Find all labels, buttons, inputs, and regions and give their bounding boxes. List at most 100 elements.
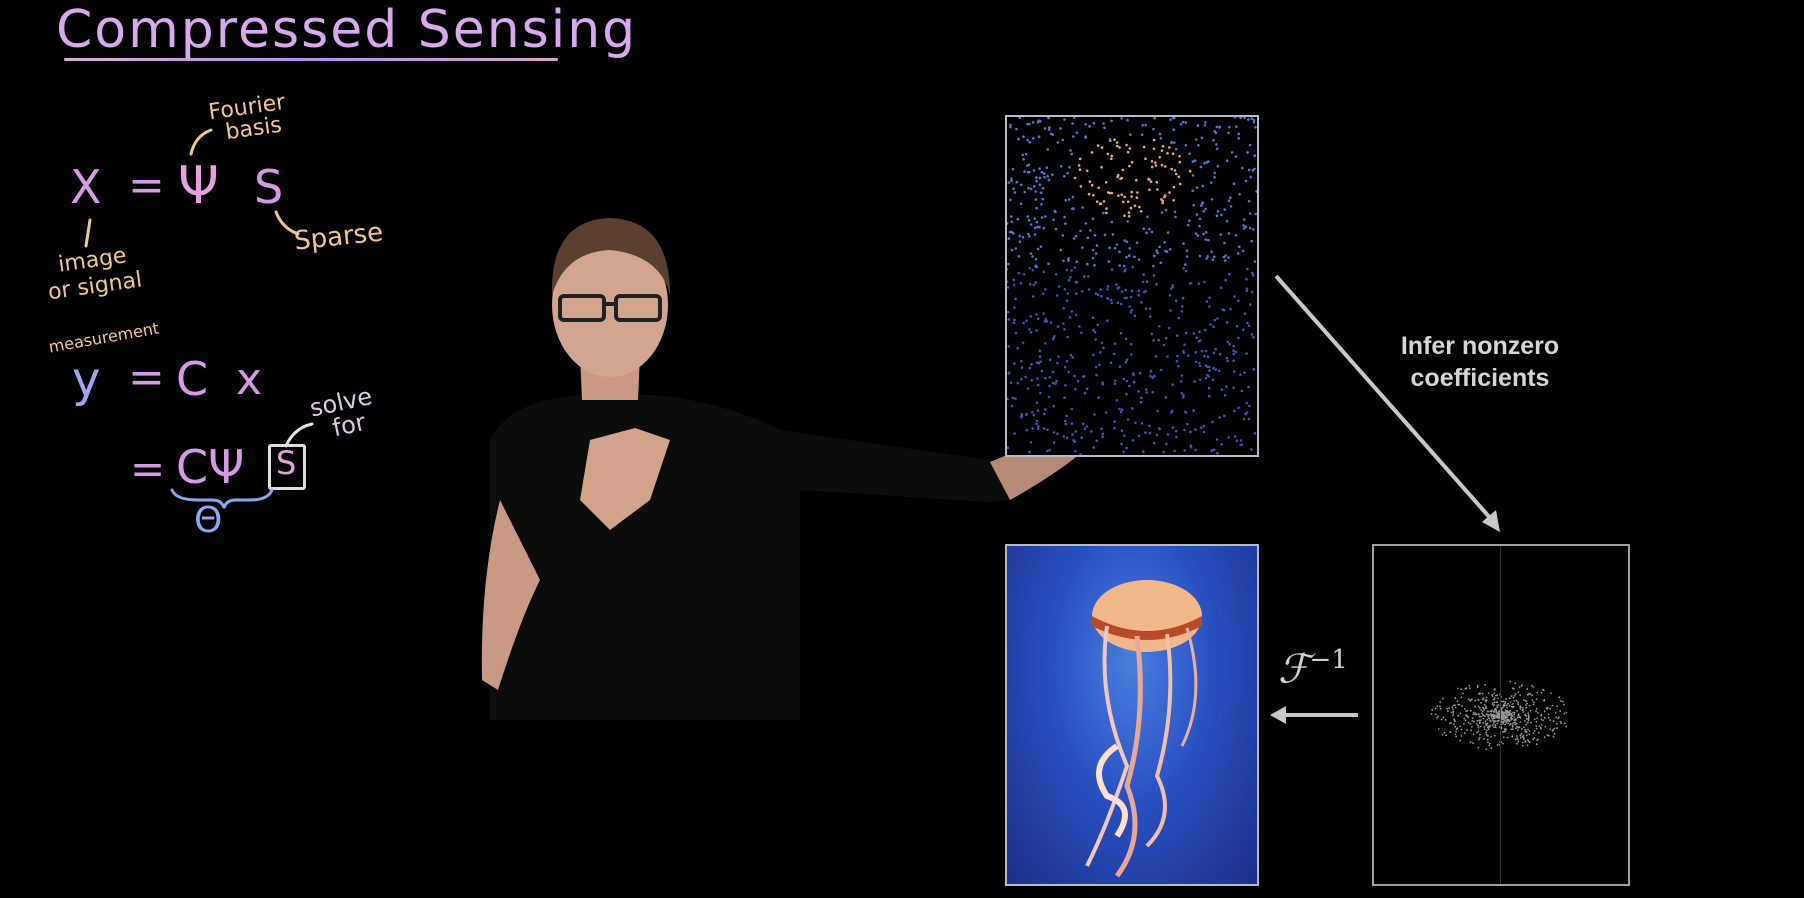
- sample-dot: [1184, 263, 1187, 266]
- sample-dot: [1056, 325, 1060, 328]
- sample-dot: [1122, 377, 1126, 381]
- sample-dot: [1251, 271, 1254, 275]
- sample-dot: [1046, 449, 1049, 453]
- sample-dot: [1062, 435, 1066, 438]
- coefficient-dot: [1565, 725, 1567, 728]
- sample-dot: [1140, 422, 1144, 425]
- coefficient-dot: [1527, 717, 1530, 719]
- coefficient-dot: [1476, 723, 1478, 725]
- sample-dot: [1156, 251, 1159, 255]
- sample-dot: [1096, 323, 1099, 327]
- sample-dot: [1195, 138, 1198, 141]
- sample-dot: [1034, 190, 1037, 193]
- coefficient-dot: [1485, 705, 1487, 707]
- sample-dot: [1252, 121, 1256, 124]
- sample-dot: [1052, 431, 1056, 434]
- coefficient-dot: [1498, 704, 1500, 706]
- sample-dot: [1184, 121, 1188, 124]
- coefficient-dot: [1519, 736, 1522, 739]
- sample-dot: [1251, 274, 1255, 277]
- coefficient-dot: [1505, 698, 1507, 700]
- sample-dot: [1042, 412, 1046, 416]
- sample-dot: [1155, 282, 1158, 286]
- coefficient-dot: [1431, 709, 1433, 711]
- sample-dot: [1089, 229, 1092, 232]
- sample-dot: [1215, 143, 1218, 146]
- sample-dot: [1108, 246, 1111, 250]
- sample-dot: [1110, 157, 1113, 161]
- sample-dot: [1032, 137, 1035, 140]
- sample-dot: [1247, 199, 1251, 203]
- sample-dot: [1131, 265, 1134, 269]
- sample-dot: [1121, 200, 1125, 204]
- coefficient-dot: [1552, 729, 1554, 731]
- coefficient-dot: [1493, 721, 1496, 723]
- coefficient-dot: [1459, 739, 1462, 742]
- sample-dot: [1250, 117, 1254, 120]
- sample-dot: [1223, 208, 1226, 211]
- sample-dot: [1209, 323, 1212, 326]
- sample-dot: [1012, 283, 1016, 287]
- sample-dot: [1174, 299, 1178, 302]
- sample-dot: [1044, 408, 1047, 411]
- coefficient-dot: [1532, 701, 1535, 704]
- sample-dot: [1007, 222, 1009, 225]
- sample-dot: [1254, 212, 1257, 216]
- coefficient-dot: [1535, 727, 1538, 730]
- sample-dot: [1048, 384, 1051, 388]
- sample-dot: [1071, 195, 1075, 199]
- coefficient-dot: [1483, 709, 1486, 711]
- sample-dot: [1052, 441, 1056, 444]
- coefficient-dot: [1454, 706, 1457, 709]
- coefficient-dot: [1443, 731, 1446, 734]
- sample-dot: [1013, 318, 1016, 322]
- sample-dot: [1116, 301, 1120, 304]
- coefficient-dot: [1512, 722, 1515, 724]
- sample-dot: [1039, 191, 1043, 194]
- coefficient-dot: [1451, 706, 1454, 709]
- sample-dot: [1100, 166, 1103, 169]
- sample-dot: [1198, 364, 1202, 368]
- sample-dot: [1220, 213, 1223, 217]
- c-psi-symbol: CΨ: [176, 440, 245, 494]
- sample-dot: [1235, 125, 1238, 128]
- coefficient-dot: [1511, 728, 1514, 730]
- sample-dot: [1197, 339, 1201, 343]
- coefficient-dot: [1475, 713, 1477, 716]
- sample-dot: [1115, 283, 1118, 286]
- coefficient-dot: [1450, 711, 1453, 714]
- sample-dot: [1029, 252, 1033, 255]
- coefficient-dot: [1509, 697, 1511, 700]
- coefficient-dot: [1507, 722, 1510, 725]
- sample-dot: [1148, 431, 1152, 435]
- sample-dot: [1227, 436, 1230, 439]
- sample-dot: [1134, 421, 1137, 425]
- sample-dot: [1048, 376, 1051, 379]
- coefficient-dot: [1485, 733, 1488, 736]
- sample-dot: [1112, 352, 1116, 356]
- sample-dot: [1113, 342, 1117, 345]
- sample-dot: [1061, 234, 1065, 237]
- sample-dot: [1030, 379, 1034, 382]
- sample-dot: [1210, 250, 1213, 253]
- sample-dot: [1188, 169, 1192, 173]
- coefficient-dot: [1504, 700, 1507, 703]
- coefficient-dot: [1506, 706, 1508, 709]
- sample-dot: [1170, 167, 1173, 171]
- sample-dot: [1132, 373, 1135, 377]
- sample-dot: [1095, 244, 1099, 247]
- coefficient-dot: [1521, 741, 1524, 744]
- coefficient-dot: [1526, 688, 1529, 690]
- coefficient-dot: [1494, 725, 1497, 727]
- sample-dot: [1013, 191, 1017, 194]
- sample-dot: [1207, 375, 1210, 378]
- coefficient-dot: [1460, 728, 1463, 731]
- coefficient-dot: [1535, 743, 1538, 746]
- sample-dot: [1156, 188, 1159, 191]
- coefficient-dot: [1449, 731, 1452, 733]
- coefficient-dot: [1436, 705, 1439, 708]
- sample-dot: [1154, 164, 1158, 167]
- coefficient-dot: [1502, 722, 1505, 725]
- sample-dot: [1233, 117, 1237, 119]
- sample-dot: [1174, 215, 1177, 219]
